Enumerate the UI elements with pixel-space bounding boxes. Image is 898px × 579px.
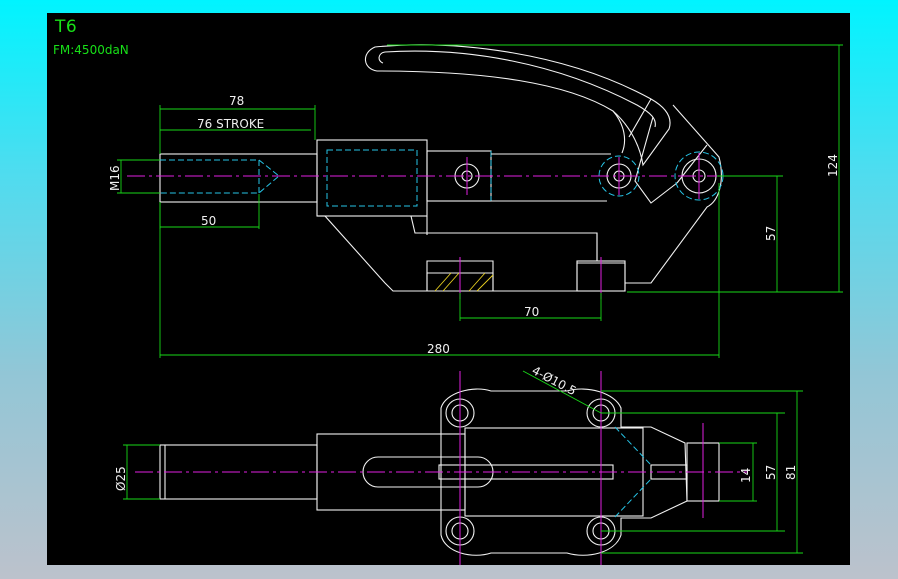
force-rating: FM:4500daN xyxy=(53,43,129,57)
dim-holes: 4-Ø10.5 xyxy=(530,363,579,398)
dim-57: 57 xyxy=(764,226,778,241)
drawing-canvas: T6 FM:4500daN xyxy=(47,13,850,565)
drawing-title: T6 xyxy=(55,17,78,37)
dim-280: 280 xyxy=(427,342,450,356)
handle-inner xyxy=(378,50,656,128)
dim-stroke: 76 STROKE xyxy=(197,117,264,131)
dim-81: 81 xyxy=(784,465,798,480)
dim-70: 70 xyxy=(524,305,539,319)
toggle-link xyxy=(625,104,722,284)
side-dimensions: 78 76 STROKE M16 50 70 280 xyxy=(108,44,843,358)
handle-outline xyxy=(364,44,671,167)
plan-dimensions: 4-Ø10.5 Ø25 14 57 81 xyxy=(114,363,803,554)
toggle-clamp-drawing: 78 76 STROKE M16 50 70 280 xyxy=(108,44,843,565)
dim-57-plan: 57 xyxy=(764,465,778,480)
base-frame xyxy=(323,215,626,292)
dim-50: 50 xyxy=(201,214,216,228)
slide-block xyxy=(316,139,428,217)
dim-14: 14 xyxy=(739,468,753,483)
side-view xyxy=(127,44,777,299)
dim-thread: M16 xyxy=(108,165,122,191)
plan-view xyxy=(135,371,747,565)
dim-124: 124 xyxy=(826,154,840,177)
dim-78: 78 xyxy=(229,94,244,108)
dim-diameter: Ø25 xyxy=(114,466,128,491)
plunger xyxy=(159,153,318,203)
plan-base-plate xyxy=(440,388,688,556)
